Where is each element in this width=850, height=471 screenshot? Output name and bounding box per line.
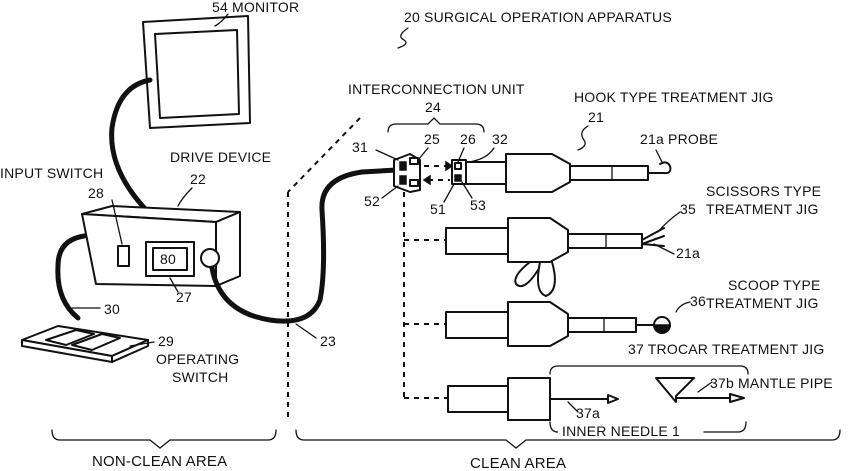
cable-port [201, 249, 219, 267]
ref-51: 51 [430, 201, 446, 217]
drive-device-label: DRIVE DEVICE [170, 149, 271, 165]
scissors-jig-label-1: SCISSORS TYPE [706, 183, 821, 199]
interconnection-label: INTERCONNECTION UNIT [348, 81, 525, 97]
inner-needle-bracket-right [704, 422, 746, 432]
signal-arrow-in-head [424, 176, 430, 184]
ref-29: 29 [158, 333, 174, 349]
hook-jig-label: HOOK TYPE TREATMENT JIG [574, 89, 774, 105]
ref-28: 28 [88, 185, 104, 201]
ref-32-leader [468, 148, 494, 162]
ref-32: 32 [492, 131, 508, 147]
ref-36: 36 [690, 293, 706, 309]
ref-37a: 37a [576, 405, 600, 421]
input-switch-label: INPUT SWITCH [0, 165, 103, 181]
ref-52-leader [382, 186, 398, 198]
ref-21a: 21a [676, 245, 700, 261]
scoop-jig-label-2: TREATMENT JIG [706, 295, 819, 311]
ref-21-leader [578, 126, 588, 150]
operating-switch-label-2: SWITCH [172, 369, 228, 385]
inner-needle-bracket [550, 422, 558, 432]
ref-35: 35 [680, 201, 696, 217]
clean-area-label: CLEAN AREA [470, 455, 566, 471]
scoop-jig-label-1: SCOOP TYPE [728, 277, 821, 293]
monitor-label: 54 MONITOR [212, 0, 299, 15]
ref-22: 22 [190, 171, 206, 187]
apparatus-leader [398, 28, 408, 48]
input-switch[interactable] [118, 246, 129, 266]
ref-30: 30 [104, 301, 120, 317]
ref-53: 53 [470, 197, 486, 213]
ref-23: 23 [320, 333, 336, 349]
trocar-jig-label: 37 TROCAR TREATMENT JIG [628, 341, 825, 357]
trocar-bracket [550, 366, 748, 374]
operating-switch-label-1: OPERATING [156, 351, 239, 367]
ref-31: 31 [352, 139, 368, 155]
area-separator [288, 118, 360, 192]
scoop-type-treatment-jig [446, 302, 670, 346]
ref-25: 25 [424, 131, 440, 147]
monitor-cable [112, 80, 150, 212]
display-value: 80 [160, 251, 176, 267]
hook-type-treatment-jig [466, 154, 670, 192]
inner-needle-label: INNER NEEDLE 1 [562, 423, 680, 439]
operating-switch[interactable] [22, 326, 148, 362]
monitor [143, 16, 250, 128]
ref-36-leader [676, 302, 690, 312]
ref-25-leader [418, 148, 428, 160]
ref-52: 52 [364, 193, 380, 209]
ref-21: 21 [588, 109, 604, 125]
probe-label: 21a PROBE [640, 131, 718, 147]
ref-22-leader [178, 188, 192, 206]
probe-leader [656, 150, 662, 162]
ref-24: 24 [425, 99, 441, 115]
apparatus-title: 20 SURGICAL OPERATION APPARATUS [404, 9, 672, 25]
ref-31-leader [376, 150, 398, 160]
ref-26: 26 [460, 131, 476, 147]
jig-connector [452, 160, 466, 184]
non-clean-area-label: NON-CLEAN AREA [92, 453, 227, 470]
footswitch-cable [58, 236, 84, 318]
scissors-type-treatment-jig [446, 218, 664, 296]
mantle-pipe-label: 37b MANTLE PIPE [710, 375, 833, 391]
scissors-jig-label-2: TREATMENT JIG [706, 201, 819, 217]
ref-24-bracket [388, 118, 484, 132]
ref-51-leader [444, 184, 454, 202]
non-clean-bracket [52, 430, 276, 448]
ref-23-leader [296, 324, 316, 338]
